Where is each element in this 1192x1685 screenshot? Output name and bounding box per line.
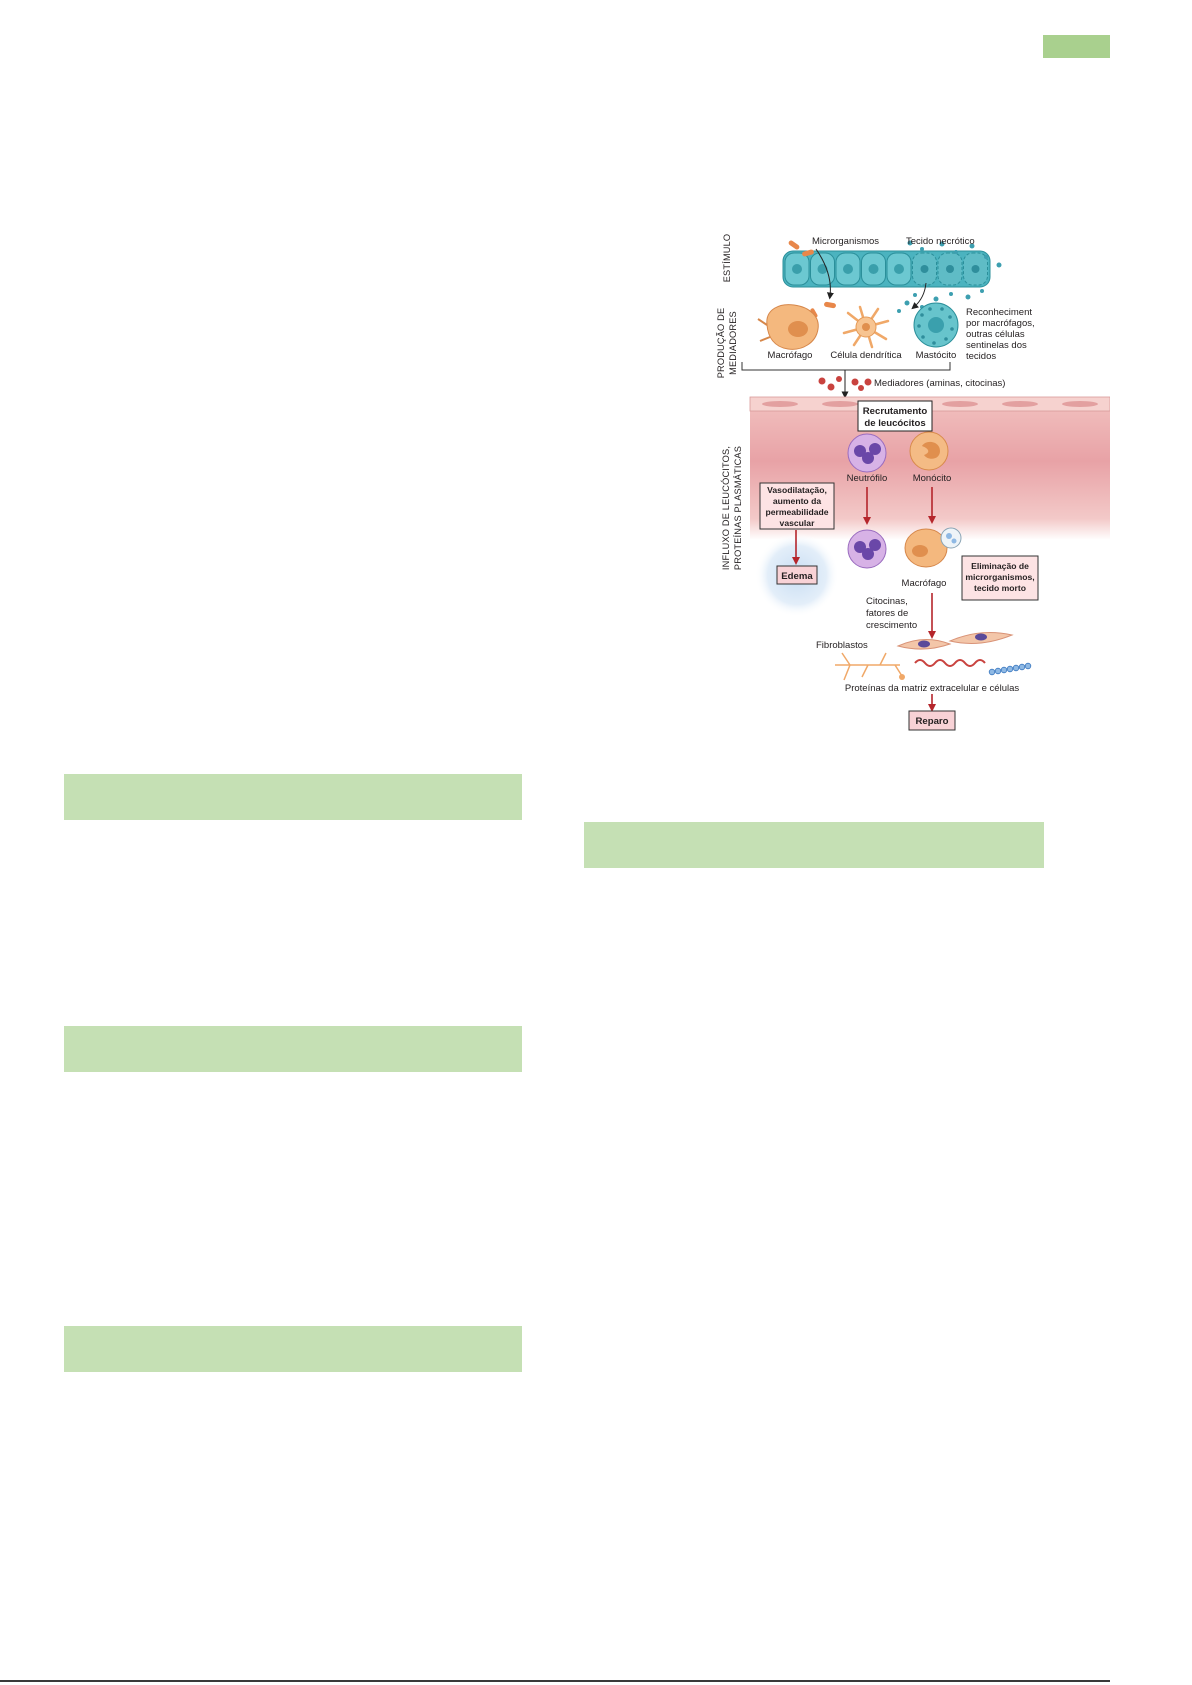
edema-box <box>776 565 818 585</box>
stimulus-arrow <box>911 282 927 310</box>
label-tissue-macrophage: Macrófago <box>902 578 947 589</box>
recruitment-box <box>857 400 933 432</box>
mast-cell-illustration <box>913 302 959 348</box>
row-label-influx: INFLUXO DE LEUCÓCITOS, <box>721 446 731 570</box>
label-mast-cell: Mastócito <box>916 350 957 361</box>
row-label-mediators: MEDIADORES <box>728 311 738 375</box>
vasodilation-box <box>759 482 835 530</box>
recruitment-label: de leucócitos <box>864 418 925 429</box>
stimulus-arrow <box>815 248 834 300</box>
label-fibroblasts: Fibroblastos <box>816 640 868 651</box>
fibroblasts-illustration <box>896 632 1014 650</box>
edema-label: Edema <box>781 571 813 582</box>
section-heading-band <box>64 774 522 820</box>
row-label-stimulus: ESTÍMULO <box>722 234 732 283</box>
label-mediators: Mediadores (aminas, citocinas) <box>874 378 1005 389</box>
label-monocyte: Monócito <box>913 473 952 484</box>
epithelium-illustration <box>782 250 991 288</box>
vasodilation-label: vascular <box>780 518 816 528</box>
recognition-note: Reconheciment por macrófagos, outras cél… <box>966 307 1035 362</box>
elimination-label: Eliminação de <box>971 561 1029 571</box>
label-ecm: Proteínas da matriz extracelular e célul… <box>845 683 1019 694</box>
section-heading-band <box>584 822 1044 868</box>
necrotic-debris-illustration <box>897 240 1002 313</box>
vasodilation-label: Vasodilatação, <box>767 485 827 495</box>
repair-label: Reparo <box>915 716 948 727</box>
label-necrotic-tissue: Tecido necrótico <box>906 236 975 247</box>
cytokines-label: fatores de <box>866 608 908 619</box>
svg-text:sentinelas dos: sentinelas dos <box>966 340 1027 351</box>
macrophage-illustration <box>757 304 819 350</box>
page-bottom-rule <box>0 1680 1110 1682</box>
label-neutrophil: Neutrófilo <box>847 473 888 484</box>
elimination-box <box>961 555 1039 601</box>
bracket <box>741 362 951 371</box>
svg-text:tecidos: tecidos <box>966 351 996 362</box>
elimination-label: microrganismos, <box>965 572 1034 582</box>
cytokines-label: Citocinas, <box>866 596 908 607</box>
extracellular-matrix-illustration <box>835 652 1032 681</box>
recruitment-label: Recrutamento <box>863 406 928 417</box>
inflammation-figure: ESTÍMULO PRODUÇÃO DE MEDIADORES INFLUXO … <box>716 234 1110 731</box>
label-macrophage: Macrófago <box>768 350 813 361</box>
label-microorganisms: Microrganismos <box>812 236 879 247</box>
svg-text:Reconheciment: Reconheciment <box>966 307 1032 318</box>
label-dendritic-cell: Célula dendrítica <box>830 350 902 361</box>
neutrophil-illustration <box>847 433 887 473</box>
vasodilation-label: aumento da <box>773 496 821 506</box>
dendritic-cell-illustration <box>842 305 890 349</box>
cytokines-label: crescimento <box>866 620 917 631</box>
svg-text:outras células: outras células <box>966 329 1025 340</box>
mediator-dots <box>818 376 872 391</box>
vasodilation-label: permeabilidade <box>765 507 828 517</box>
row-label-influx: PROTEÍNAS PLASMÁTICAS <box>733 446 743 570</box>
section-heading-band <box>64 1326 522 1372</box>
neutrophil-illustration <box>847 529 887 569</box>
tissue-macrophage-illustration <box>904 527 962 568</box>
elimination-label: tecido morto <box>974 583 1026 593</box>
svg-text:por macrófagos,: por macrófagos, <box>966 318 1035 329</box>
section-heading-band <box>64 1026 522 1072</box>
repair-box <box>908 710 956 731</box>
header-badge <box>1043 35 1110 58</box>
monocyte-illustration <box>909 431 949 471</box>
row-label-mediators: PRODUÇÃO DE <box>716 308 726 379</box>
